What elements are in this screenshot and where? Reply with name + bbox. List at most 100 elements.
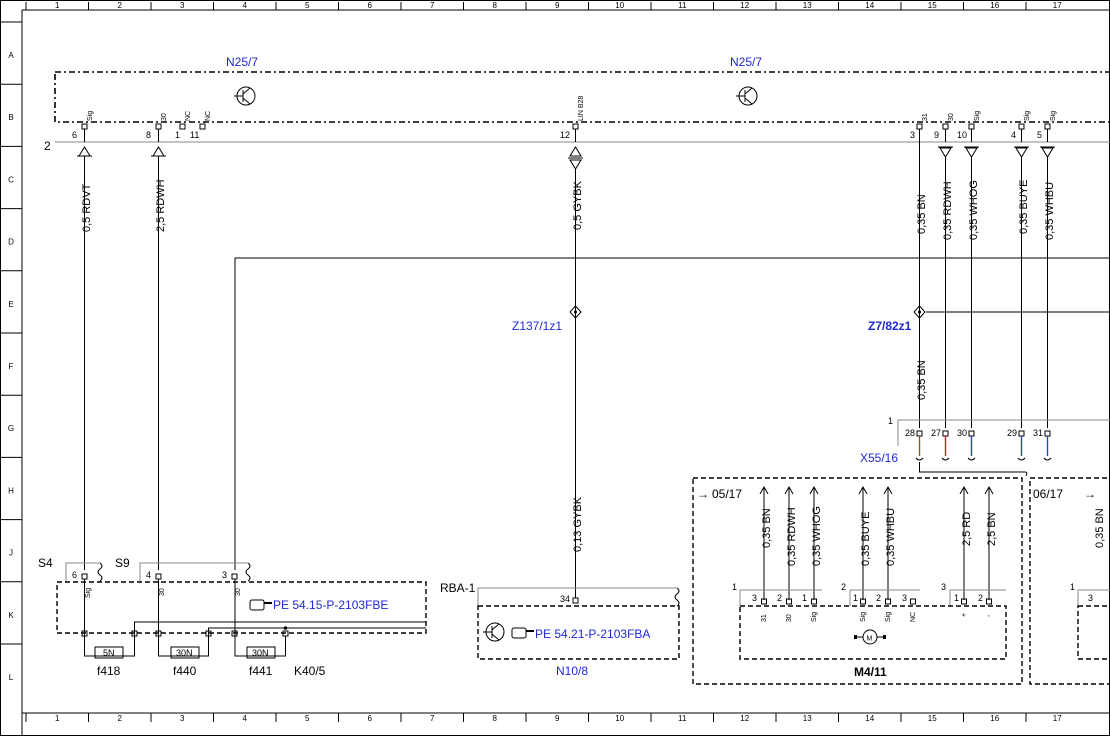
svg-text:-: -: [986, 614, 993, 617]
svg-text:2,5 RD: 2,5 RD: [961, 512, 973, 546]
component-label-n10-8: N10/8: [556, 664, 588, 678]
svg-text:0,35 BN: 0,35 BN: [916, 194, 928, 234]
pin-stub: [916, 123, 923, 142]
motor-icon: M: [854, 629, 886, 645]
module-n10-8: RBA-1 34 N10/8: [440, 581, 680, 678]
column-marker: 6: [368, 1, 373, 10]
column-marker: 7: [430, 714, 435, 723]
pointing-hand-icon: [511, 627, 534, 639]
svg-text:Sig: Sig: [1050, 111, 1057, 121]
column-marker: 11: [678, 1, 687, 10]
motor-module-m4-11: → 05/17 06/17 → 0,35 BN 0,35 RDWH 0,35 W…: [692, 462, 1110, 685]
column-marker: 10: [615, 1, 624, 10]
svg-text:3: 3: [752, 593, 757, 603]
component-label-s9: S9: [115, 556, 130, 570]
svg-text:1: 1: [954, 593, 959, 603]
component-label-z7: Z7/82z1: [868, 319, 912, 333]
reference-link-pe-54-15[interactable]: PE 54.15-P-2103FBE: [249, 598, 388, 612]
column-marker: 8: [493, 1, 498, 10]
column-marker: 17: [1053, 714, 1062, 723]
svg-text:2: 2: [978, 593, 983, 603]
svg-text:NC: NC: [910, 612, 917, 622]
svg-text:5N: 5N: [103, 648, 115, 658]
column-marker: 15: [928, 1, 937, 10]
svg-text:6: 6: [72, 130, 77, 140]
column-marker: 2: [118, 714, 123, 723]
svg-text:Sig: Sig: [85, 588, 92, 598]
svg-text:2: 2: [777, 593, 782, 603]
component-label-f440: f440: [173, 664, 197, 678]
svg-text:NC: NC: [185, 111, 192, 121]
svg-text:31: 31: [922, 113, 929, 121]
svg-text:30: 30: [161, 113, 168, 121]
svg-text:0,35 WHBU: 0,35 WHBU: [885, 508, 897, 566]
component-label-f418: f418: [97, 664, 121, 678]
column-marker: 14: [865, 1, 874, 10]
component-label-s4: S4: [38, 556, 53, 570]
svg-text:0,35 BUYE: 0,35 BUYE: [1018, 180, 1030, 234]
pin-stub: [155, 123, 162, 142]
column-marker: 5: [305, 1, 310, 10]
svg-text:9: 9: [934, 130, 939, 140]
svg-text:34: 34: [560, 594, 570, 604]
row-marker: L: [9, 673, 14, 682]
n25-7-connector-pins: 6 8 1 11 12 3 9 10 4 5 Sig 30 NC NC LIN …: [72, 96, 1057, 142]
column-marker: 10: [615, 714, 624, 723]
column-marker: 8: [493, 714, 498, 723]
column-marker: 14: [865, 714, 874, 723]
svg-text:30N: 30N: [252, 648, 269, 658]
row-marker: F: [9, 362, 14, 371]
column-marker: 12: [740, 714, 749, 723]
svg-text:30N: 30N: [176, 648, 193, 658]
splice-node-z137: [569, 305, 582, 319]
column-marker: 3: [180, 1, 185, 10]
pin-stub: [1018, 123, 1025, 142]
svg-text:30: 30: [235, 588, 242, 596]
reference-link-pe-54-21[interactable]: PE 54.21-P-2103FBA: [535, 627, 650, 641]
svg-text:0,35 WHOG: 0,35 WHOG: [968, 180, 980, 240]
m4-wire-labels: 0,35 BN 0,35 RDWH 0,35 WHOG 0,35 BUYE 0,…: [761, 506, 1106, 566]
svg-text:27: 27: [931, 428, 941, 438]
svg-text:Sig: Sig: [1024, 111, 1031, 121]
column-marker: 5: [305, 714, 310, 723]
pin-stub: [968, 123, 975, 142]
svg-text:2: 2: [876, 593, 881, 603]
svg-text:30: 30: [948, 113, 955, 121]
svg-text:2: 2: [841, 582, 846, 592]
svg-text:0,35 BUYE: 0,35 BUYE: [860, 512, 872, 566]
component-label-f441: f441: [249, 664, 273, 678]
connector-x55-16: 1 28 27 30 29 31: [888, 416, 1110, 461]
component-label-rba-1: RBA-1: [440, 581, 476, 595]
svg-text:0,5 GYBK: 0,5 GYBK: [572, 180, 584, 230]
row-marker: H: [8, 486, 14, 495]
transistor-icon: [483, 622, 505, 642]
svg-text:M: M: [867, 636, 873, 643]
svg-text:1: 1: [802, 593, 807, 603]
column-marker: 16: [990, 714, 999, 723]
column-marker: 4: [243, 1, 248, 10]
splice-node-z7: [913, 305, 926, 319]
svg-text:2,5 BN: 2,5 BN: [986, 512, 998, 546]
svg-text:2,5 RDWH: 2,5 RDWH: [155, 179, 167, 232]
row-marker: D: [8, 238, 14, 247]
svg-text:→: →: [697, 487, 709, 501]
pointing-hand-icon: [249, 599, 272, 611]
wire-runs: [84, 142, 1110, 598]
m4-connectors: 1 2 3 1 3 2 1 1 2 3 1 2 3 31 30 Sig Sig …: [732, 582, 1110, 622]
pin-stub: [572, 123, 579, 142]
svg-text:0,35 WHOG: 0,35 WHOG: [811, 506, 823, 566]
svg-text:NC: NC: [205, 111, 212, 121]
svg-text:Sig: Sig: [811, 612, 818, 622]
svg-text:Sig: Sig: [860, 612, 867, 622]
component-label-n25-7-left: N25/7: [226, 55, 258, 69]
component-label-k40-5: K40/5: [294, 664, 326, 678]
pin-stub: [81, 123, 88, 142]
signal-direction-arrows: [77, 146, 1055, 170]
column-marker: 17: [1053, 1, 1062, 10]
svg-text:29: 29: [1007, 428, 1017, 438]
svg-text:0,35 BN: 0,35 BN: [761, 508, 773, 548]
svg-text:0,35 RDWH: 0,35 RDWH: [786, 507, 798, 566]
